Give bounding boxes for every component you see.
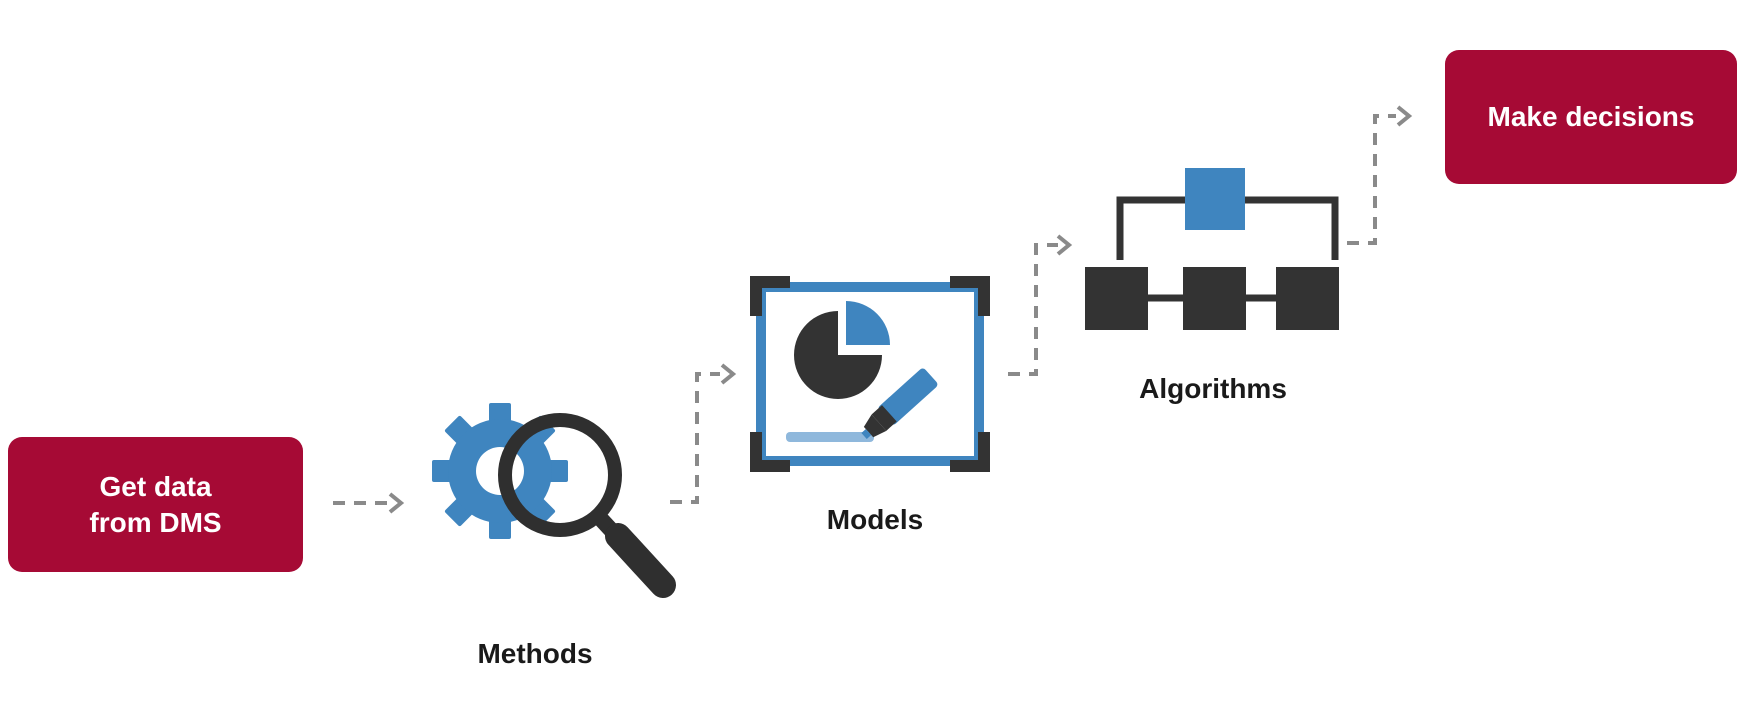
get-data-label: Get data from DMS <box>89 470 222 538</box>
arrowhead-2 <box>720 363 737 385</box>
models-label: Models <box>826 504 924 535</box>
make-decisions-box: Make decisions <box>1445 50 1737 184</box>
whiteboard-pie-chart-icon <box>750 276 990 472</box>
marker-icon <box>861 368 938 440</box>
methods-label: Methods <box>477 638 593 669</box>
magnifier-icon <box>498 413 676 598</box>
connector-arrow-2 <box>670 372 720 504</box>
connector-arrow-3 <box>1008 243 1058 376</box>
get-data-box: Get data from DMS <box>8 437 303 572</box>
hierarchy-chart-icon <box>1085 168 1339 330</box>
connector-arrow-4 <box>1347 114 1396 245</box>
arrowhead-1 <box>388 492 405 514</box>
make-decisions-label: Make decisions <box>1487 101 1695 132</box>
algorithms-label: Algorithms <box>1139 373 1287 404</box>
arrowhead-4 <box>1396 105 1413 127</box>
arrowhead-3 <box>1056 234 1073 256</box>
